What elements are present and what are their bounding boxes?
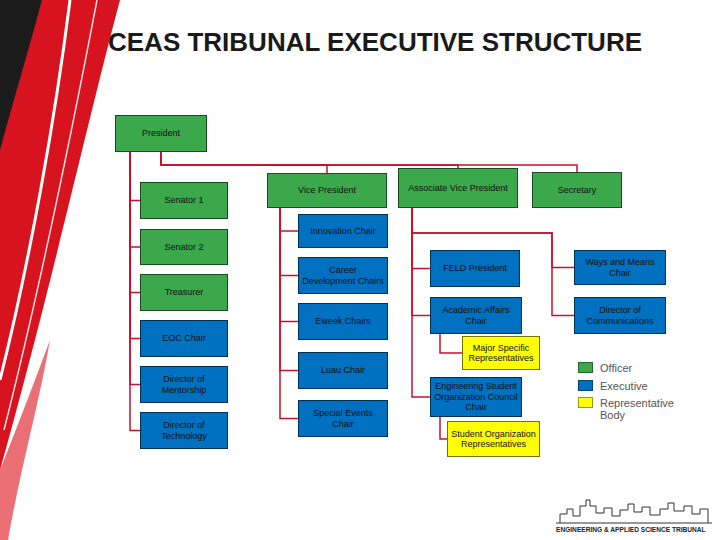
- role-box: Vice President: [267, 173, 387, 208]
- role-title: Ways and Means Chair: [578, 257, 662, 278]
- role-box: Director of Technology: [140, 412, 228, 449]
- logo-baseline: [556, 523, 712, 524]
- white-stripe: [4, 0, 97, 430]
- role-box: Director of Communications: [574, 297, 666, 334]
- role-title: Special Events Chair: [302, 408, 384, 429]
- slide-title: CEAS TRIBUNAL EXECUTIVE STRUCTURE: [108, 27, 708, 58]
- role-box: Eweek Chairs: [298, 303, 388, 340]
- role-title: Secretary: [558, 185, 597, 195]
- role-box: Ways and Means Chair: [574, 250, 666, 285]
- role-box: FELD President: [430, 250, 520, 287]
- role-title: Major Specific Representatives: [466, 343, 536, 364]
- role-title: Associate Vice President: [408, 183, 507, 193]
- org-connector: [412, 208, 430, 316]
- role-title: President: [142, 128, 180, 138]
- role-box: Luau Chair: [298, 352, 388, 389]
- legend-swatch: [578, 380, 593, 391]
- role-box: Senator 1: [140, 182, 228, 219]
- role-title: Director of Communications: [578, 305, 662, 326]
- legend-swatch: [578, 397, 593, 408]
- org-connector: [161, 152, 327, 173]
- role-title: Director of Mentorship: [144, 374, 224, 395]
- role-box: Associate Vice President: [398, 168, 518, 208]
- org-connector: [440, 334, 462, 353]
- role-title: Treasurer: [165, 287, 204, 297]
- role-box: Innovation Chair: [298, 214, 388, 248]
- org-connector: [130, 152, 140, 201]
- role-title: EOC Chair: [162, 333, 206, 343]
- role-title: Senator 1: [164, 195, 203, 205]
- role-title: Eweek Chairs: [315, 316, 371, 326]
- role-title: Innovation Chair: [310, 226, 376, 236]
- role-title: Senator 2: [164, 242, 203, 252]
- org-connector: [280, 208, 298, 276]
- org-connector: [130, 152, 140, 247]
- org-connector: [440, 417, 447, 439]
- legend-label: Officer: [600, 362, 680, 374]
- red-swoosh: [0, 340, 50, 540]
- legend-label: Representative Body: [600, 397, 680, 421]
- role-box: Treasurer: [140, 274, 228, 311]
- representative-box: Student Organization Representatives: [447, 421, 540, 457]
- org-connector: [412, 208, 430, 397]
- role-box: Director of Mentorship: [140, 366, 228, 403]
- role-box: Academic Affairs Chair: [430, 297, 522, 334]
- role-box: Secretary: [532, 172, 622, 208]
- role-title: Vice President: [298, 185, 356, 195]
- role-title: Student Organization Representatives: [451, 429, 536, 450]
- legend-entry: Officer: [578, 362, 688, 374]
- role-title: Career Development Chairs: [302, 265, 384, 286]
- org-connector: [130, 152, 140, 431]
- role-title: Director of Technology: [144, 420, 224, 441]
- role-box: Engineering Student Organization Council…: [430, 377, 522, 417]
- org-connector: [412, 208, 430, 269]
- legend-entry: Representative Body: [578, 397, 688, 421]
- role-title: Academic Affairs Chair: [434, 305, 518, 326]
- org-connector: [280, 208, 298, 419]
- role-title: FELD President: [443, 263, 507, 273]
- logo-text: ENGINEERING & APPLIED SCIENCE TRIBUNAL: [556, 526, 716, 533]
- org-connector: [130, 152, 140, 385]
- role-box: EOC Chair: [140, 320, 228, 357]
- org-connector: [280, 208, 298, 371]
- role-box: Senator 2: [140, 229, 228, 265]
- org-connector: [280, 208, 298, 231]
- legend-swatch: [578, 362, 593, 373]
- role-box: Career Development Chairs: [298, 257, 388, 294]
- org-connector: [130, 152, 140, 339]
- dark-swoosh: [0, 0, 42, 150]
- org-connector: [280, 208, 298, 322]
- skyline-logo: [560, 500, 708, 523]
- legend-label: Executive: [600, 380, 680, 392]
- role-title: Engineering Student Organization Council…: [434, 381, 518, 412]
- role-box: Special Events Chair: [298, 400, 388, 437]
- role-box: President: [115, 115, 207, 152]
- legend-entry: Executive: [578, 380, 688, 392]
- representative-box: Major Specific Representatives: [462, 336, 540, 370]
- org-connector: [130, 152, 140, 293]
- role-title: Luau Chair: [321, 365, 365, 375]
- red-swoosh: [0, 0, 120, 470]
